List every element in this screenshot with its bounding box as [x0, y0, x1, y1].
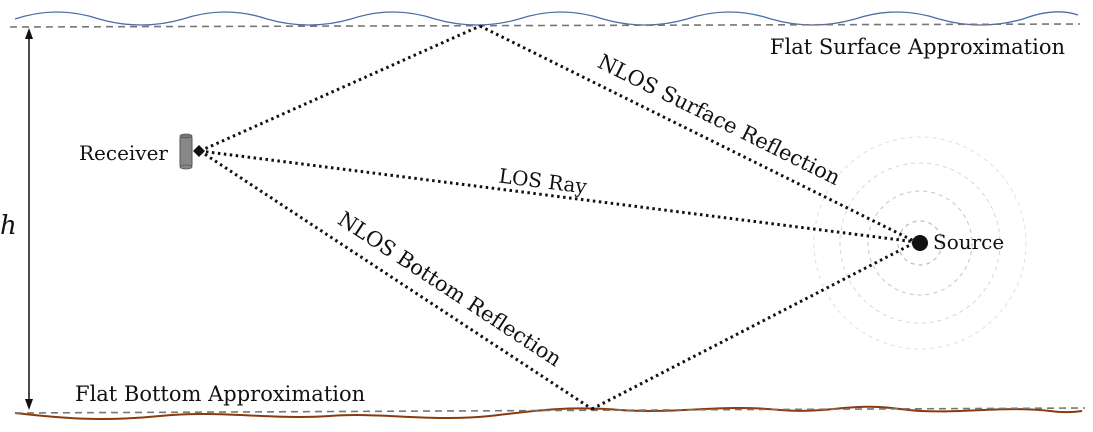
flat-surface-line — [9, 23, 1081, 28]
receiver-label: Receiver — [79, 141, 168, 165]
receiver-icon — [179, 133, 205, 170]
nlos-bottom-label: NLOS Bottom Reflection — [334, 207, 566, 372]
ray-paths — [199, 24, 917, 411]
sea-bottom-wave — [14, 405, 1083, 420]
flat-bottom-line — [14, 407, 1086, 414]
source-ripples — [813, 136, 1027, 350]
sea-surface-wave — [14, 11, 1079, 26]
flat-surface-label: Flat Surface Approximation — [770, 35, 1065, 59]
nlos-bottom-ray-down — [199, 149, 593, 411]
los-ray-line — [199, 149, 917, 244]
depth-label: h — [0, 211, 17, 241]
depth-arrow — [25, 28, 33, 410]
nlos-surface-label: NLOS Surface Reflection — [594, 50, 844, 190]
nlos-bottom-ray-up — [591, 240, 917, 411]
source-point — [912, 235, 928, 251]
source-label: Source — [933, 230, 1004, 254]
nlos-surface-ray-up — [199, 24, 481, 153]
flat-bottom-label: Flat Bottom Approximation — [75, 382, 365, 406]
los-ray-label: LOS Ray — [497, 164, 589, 199]
